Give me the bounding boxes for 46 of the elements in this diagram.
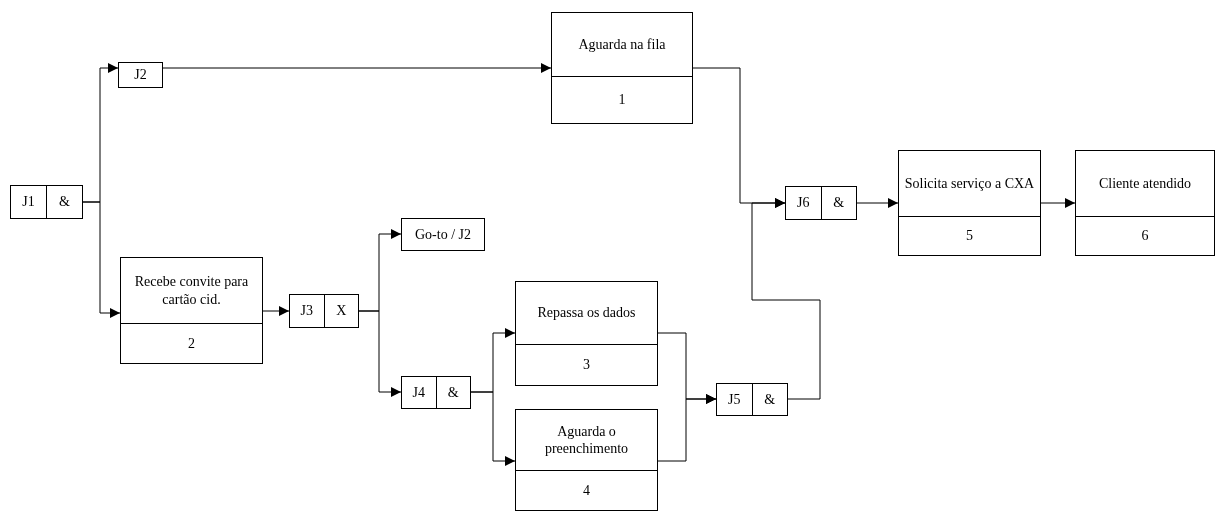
process-number: 6 xyxy=(1141,228,1149,244)
reference-label: Go-to / J2 xyxy=(415,226,471,243)
junction-box xyxy=(401,376,471,409)
arrow xyxy=(262,306,290,316)
junction-box xyxy=(785,186,857,220)
process-box xyxy=(120,257,263,364)
process-box xyxy=(551,12,693,124)
reference-box xyxy=(401,218,485,251)
junction-box xyxy=(10,185,83,219)
process-label: Recebe convite para cartão cid. xyxy=(133,273,250,308)
junction-label: J1 xyxy=(22,194,35,210)
junction-label: J3 xyxy=(300,303,313,319)
junction-box xyxy=(289,294,359,328)
process-label: Cliente atendido xyxy=(1098,174,1192,193)
process-number: 3 xyxy=(583,357,590,373)
junction-type: & xyxy=(447,384,459,401)
junction-type: & xyxy=(764,391,776,408)
process-number: 1 xyxy=(618,92,626,108)
process-label: Aguarda o preenchimento xyxy=(543,422,630,458)
process-box xyxy=(515,281,658,386)
process-label: Aguarda na fila xyxy=(578,35,666,54)
junction-label: J4 xyxy=(412,384,425,401)
junction-type: & xyxy=(833,195,845,211)
process-box xyxy=(898,150,1041,256)
process-number: 2 xyxy=(188,335,195,352)
arrow xyxy=(82,201,121,318)
arrow xyxy=(856,198,899,208)
junction-label: J5 xyxy=(728,391,741,408)
reference-box xyxy=(118,62,163,88)
junction-type: & xyxy=(59,194,70,210)
junction-label: J6 xyxy=(797,195,810,211)
arrow xyxy=(162,63,552,73)
arrow xyxy=(657,394,717,462)
process-box xyxy=(515,409,658,511)
arrow xyxy=(1040,198,1076,208)
process-box xyxy=(1075,150,1215,256)
process-label: Repassa os dados xyxy=(537,304,636,322)
reference-label: J2 xyxy=(134,67,147,83)
junction-box xyxy=(716,383,788,416)
arrow xyxy=(358,310,402,397)
junction-type: X xyxy=(336,303,347,319)
process-number: 5 xyxy=(966,228,973,244)
arrow xyxy=(470,391,516,466)
process-number: 4 xyxy=(583,482,590,499)
process-label: Solicita serviço a CXA xyxy=(904,174,1035,193)
arrow xyxy=(751,198,821,400)
